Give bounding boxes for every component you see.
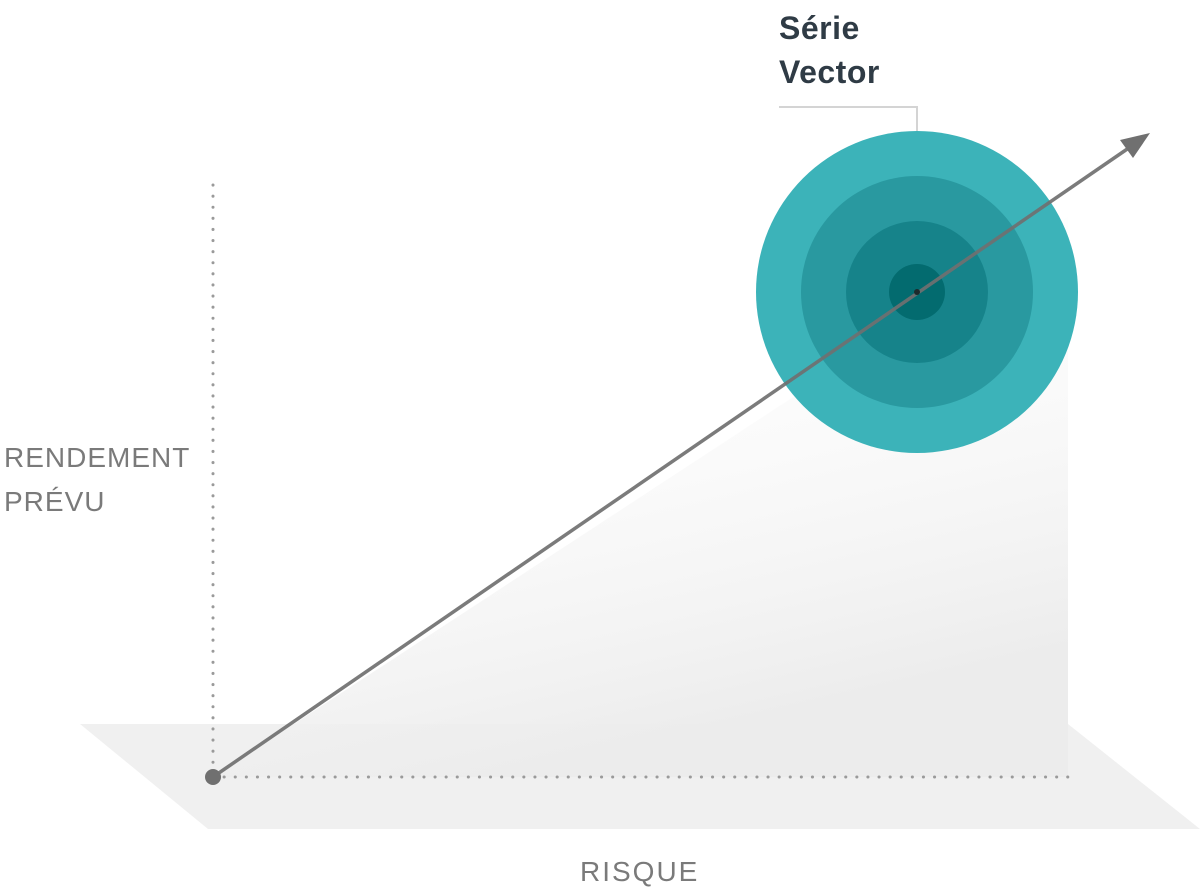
y-axis-label-line1: RENDEMENT <box>4 442 191 473</box>
y-axis-label: RENDEMENT PRÉVU <box>4 436 190 524</box>
trend-arrow-line <box>212 141 1137 779</box>
series-title: Série Vector <box>779 6 880 94</box>
target-center-dot <box>914 289 920 295</box>
series-title-line1: Série <box>779 10 860 46</box>
series-title-line2: Vector <box>779 54 880 90</box>
origin-dot-icon <box>205 769 221 785</box>
arrow-head-icon <box>1120 133 1150 158</box>
y-axis-label-line2: PRÉVU <box>4 486 106 517</box>
title-connector-line <box>779 106 918 131</box>
x-axis-label: RISQUE <box>580 856 700 887</box>
